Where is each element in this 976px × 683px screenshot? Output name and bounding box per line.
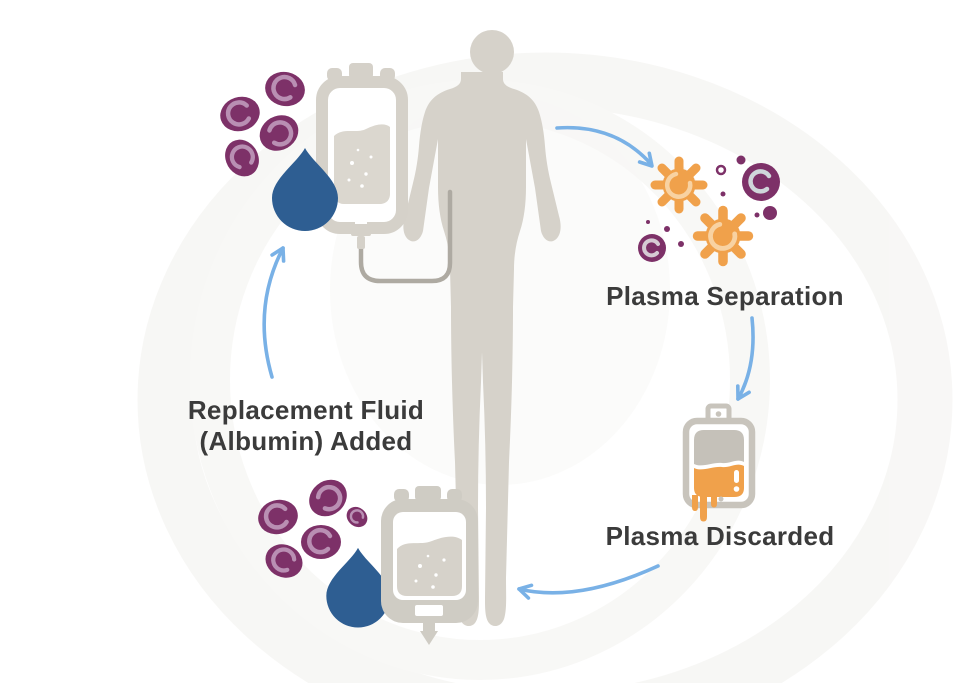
plasma-gear-icon bbox=[655, 161, 703, 209]
plasma-gear-icon bbox=[698, 211, 749, 262]
plasma-bag-icon bbox=[682, 403, 756, 522]
curved-arrow-to-replacement-icon bbox=[517, 564, 660, 600]
iv-tube bbox=[358, 189, 453, 284]
cell-large-icon bbox=[742, 163, 780, 201]
iv-bag-top-icon bbox=[316, 63, 453, 284]
plasma-particles-icon bbox=[638, 155, 780, 263]
plasma-discarded-label: Plasma Discarded bbox=[605, 521, 835, 551]
curved-arrow-to-patient-icon bbox=[262, 246, 286, 379]
curved-arrow-to-separation-icon bbox=[555, 125, 654, 168]
replacement-fluid-label-line2: (Albumin) Added bbox=[199, 426, 413, 456]
cell-small-icon bbox=[638, 234, 666, 262]
replacement-fluid-label-line1: Replacement Fluid bbox=[187, 395, 425, 425]
particle-dots bbox=[646, 155, 777, 247]
replacement-fluid-label: Replacement Fluid (Albumin) Added bbox=[146, 395, 466, 457]
iv-bag-bottom-icon bbox=[381, 486, 478, 645]
plasma-separation-label: Plasma Separation bbox=[606, 281, 844, 311]
person-silhouette-icon bbox=[403, 30, 561, 627]
flow-arrows bbox=[262, 125, 755, 600]
fluid-drop-bottom-icon bbox=[326, 547, 390, 628]
curved-arrow-to-discard-icon bbox=[735, 316, 755, 401]
